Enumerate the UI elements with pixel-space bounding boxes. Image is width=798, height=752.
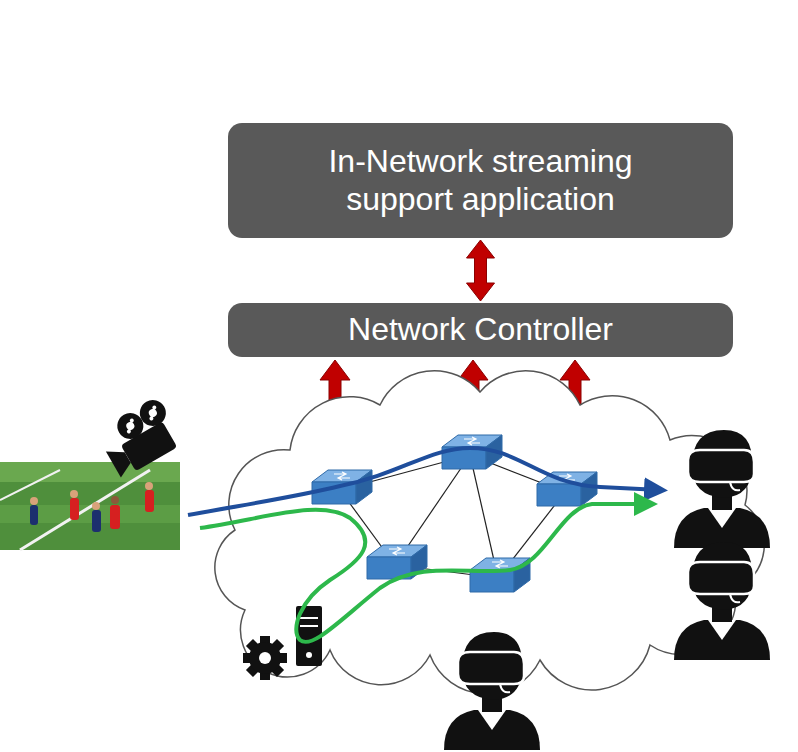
process-box: In-Network streaming support application xyxy=(228,123,733,238)
box-label: In-Network streaming support application xyxy=(296,143,666,219)
process-box: Network Controller xyxy=(228,303,733,357)
double-arrow xyxy=(467,240,495,301)
box-label: Network Controller xyxy=(348,311,613,349)
